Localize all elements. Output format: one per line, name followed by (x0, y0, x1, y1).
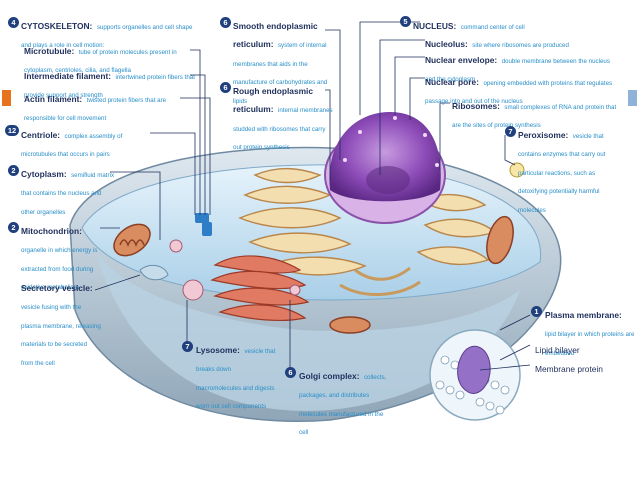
lipid-bilayer-title: Lipid bilayer (535, 345, 580, 355)
cytoplasm-label: Cytoplasm: semifluid matrix that contain… (21, 164, 116, 219)
nucleus-title: NUCLEUS: (413, 21, 457, 31)
golgi-label: Golgi complex: collects, packages, and d… (299, 366, 389, 440)
smooth-er-title: Smooth endoplasmic reticulum: (233, 21, 318, 50)
intermediate-filament-desc: intertwined protein fibers that provide … (24, 74, 195, 100)
nucleus (329, 112, 441, 202)
plasma-membrane-title: Plasma membrane: (545, 310, 622, 320)
lysosome-desc: vesicle that breaks down macromolecules … (196, 348, 276, 411)
lysosome-number-badge: 7 (182, 341, 193, 352)
ribosomes-title: Ribosomes: (452, 101, 500, 111)
microtubule-label: Microtubule: tube of protein molecules p… (24, 41, 194, 78)
lysosome-title: Lysosome: (196, 345, 240, 355)
nuclear-envelope-label: Nuclear envelope: double membrane betwee… (425, 50, 615, 87)
mitochondrion-desc: organelle in which energy is extracted f… (21, 247, 98, 292)
membrane-protein-detail (457, 345, 491, 394)
nuclear-envelope-desc: double membrane between the nucleus and … (425, 58, 610, 84)
golgi-desc: collects, packages, and distributes mole… (299, 374, 387, 437)
golgi-title: Golgi complex: (299, 371, 360, 381)
secretory-vesicle-title: Secretory vesicle: (21, 283, 93, 293)
secretory-vesicle-label: Secretory vesicle: vesicle fusing with t… (21, 278, 101, 370)
plasma-membrane-number-badge: 1 (531, 306, 542, 317)
cytoskeleton-title: CYTOSKELETON: (21, 21, 93, 31)
nucleolus-title: Nucleolus: (425, 39, 468, 49)
peroxisome-title: Peroxisome: (518, 130, 569, 140)
ribosomes-label: Ribosomes: small complexes of RNA and pr… (452, 96, 622, 133)
centriole-label: Centriole: complex assembly of microtubu… (21, 125, 151, 162)
cytoskeleton-desc: supports organelles and cell shape and p… (21, 24, 193, 50)
golgi-number-badge: 6 (285, 367, 296, 378)
nuclear-envelope-title: Nuclear envelope: (425, 55, 498, 65)
plasma-membrane-label: Plasma membrane: lipid bilayer in which … (545, 305, 635, 360)
intermediate-filament-title: Intermediate filament: (24, 71, 112, 81)
cytoskeleton-label: CYTOSKELETON: supports organelles and ce… (21, 16, 201, 53)
microtubule-title: Microtubule: (24, 46, 75, 56)
mitochondrion-label: Mitochondrion: organelle in which energy… (21, 221, 99, 295)
cytoplasm-title: Cytoplasm: (21, 169, 67, 179)
mitochondrion-title: Mitochondrion: (21, 226, 82, 236)
secretory-vesicle-desc: vesicle fusing with the plasma membrane,… (21, 304, 101, 367)
membrane-protein-label: Membrane protein (535, 359, 630, 377)
lipid-bilayer-label: Lipid bilayer (535, 340, 625, 358)
peroxisome-desc: vesicle that contains enzymes that carry… (518, 133, 606, 214)
cytoskeleton-number-badge: 4 (8, 17, 19, 28)
nucleolus-label: Nucleolus: site where ribosomes are prod… (425, 34, 625, 52)
rough-er-label: Rough endoplasmic reticulum: internal me… (233, 81, 333, 155)
rough-er-number-badge: 6 (220, 82, 231, 93)
intermediate-filament-label: Intermediate filament: intertwined prote… (24, 66, 204, 103)
peroxisome (509, 162, 525, 178)
lysosome (169, 239, 301, 301)
rough-er-title: Rough endoplasmic reticulum: (233, 86, 314, 115)
cytoplasm-desc: semifluid matrix that contains the nucle… (21, 172, 115, 216)
cytoplasm-number-badge: 2 (8, 165, 19, 176)
left-marker (2, 90, 11, 106)
actin-filament-label: Actin filament: twisted protein fibers t… (24, 89, 184, 126)
lysosome-label: Lysosome: vesicle that breaks down macro… (196, 340, 276, 414)
secretory-vesicle (139, 264, 169, 281)
nuclear-pores (343, 116, 439, 167)
ribosomes-desc: small complexes of RNA and protein that … (452, 104, 617, 130)
smooth-er-number-badge: 6 (220, 17, 231, 28)
nuclear-pore-label: Nuclear pore: opening embedded with prot… (425, 72, 615, 109)
rough-er-desc: internal membranes studded with ribosome… (233, 107, 333, 152)
centriole-desc: complex assembly of microtubules that oc… (21, 133, 123, 159)
peroxisome-number-badge: 7 (505, 126, 516, 137)
centriole-title: Centriole: (21, 130, 61, 140)
centriole (195, 213, 212, 236)
nucleus-desc: command center of cell (460, 24, 525, 31)
rough-er (238, 167, 497, 276)
plasma-membrane-desc: lipid bilayer in which proteins are embe… (545, 331, 635, 357)
nucleolus-desc: site where ribosomes are produced (472, 42, 569, 49)
mitochondrion-number-badge: 2 (8, 222, 19, 233)
actin-filament-title: Actin filament: (24, 94, 83, 104)
nucleus-label: NUCLEUS: command center of cell (413, 16, 613, 34)
actin-filament-desc: twisted protein fibers that are responsi… (24, 97, 167, 123)
smooth-er-desc: system of internal membranes that aids i… (233, 42, 328, 105)
peroxisome-label: Peroxisome: vesicle that contains enzyme… (518, 125, 623, 217)
nucleolus (366, 166, 410, 194)
membrane-protein-title: Membrane protein (535, 364, 603, 374)
microtubule-desc: tube of protein molecules present in cyt… (24, 49, 177, 75)
golgi-complex (210, 255, 310, 322)
right-marker (628, 90, 637, 106)
smooth-er-label: Smooth endoplasmic reticulum: system of … (233, 16, 333, 108)
cell-cut-face (95, 250, 520, 411)
mitochondrion (113, 215, 514, 334)
smooth-er (339, 266, 421, 296)
nuclear-pore-desc: opening embedded with proteins that regu… (425, 80, 613, 106)
centriole-number-badge: 12 (5, 125, 19, 136)
nuclear-pore-title: Nuclear pore: (425, 77, 479, 87)
nucleus-number-badge: 5 (400, 16, 411, 27)
